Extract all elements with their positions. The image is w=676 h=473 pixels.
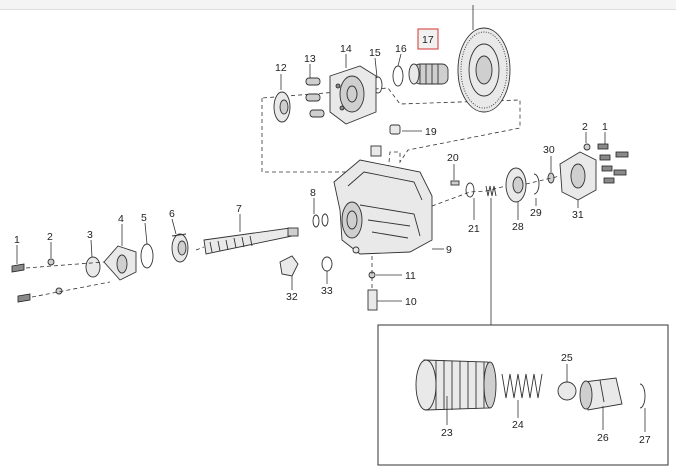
callout-9: 9 (446, 244, 452, 256)
callout-30: 30 (543, 144, 555, 156)
part-19-bushing (389, 124, 401, 135)
part-9-main-housing (333, 145, 433, 255)
callout-24: 24 (512, 419, 524, 431)
part-14-housing (329, 65, 377, 125)
part-1-bolt-left-b (17, 293, 31, 303)
part-20-pin (450, 180, 460, 186)
part-23-spool (415, 359, 497, 411)
callout-3: 3 (87, 229, 93, 241)
part-12-disc (273, 91, 291, 123)
callout-27: 27 (639, 434, 651, 446)
part-29-clip (533, 173, 540, 195)
part-16-ring (392, 65, 404, 87)
callout-32: 32 (286, 291, 298, 303)
callout-10: 10 (405, 296, 417, 308)
part-32-plug (279, 255, 299, 277)
callout-leaders (16, 53, 646, 432)
callout-20: 20 (447, 152, 459, 164)
part-17-drawing (408, 63, 449, 85)
callout-6: 6 (169, 208, 175, 220)
axis-line-left (25, 246, 205, 298)
detail-spring-small (485, 185, 497, 197)
part-24-spring (501, 373, 543, 399)
part-8-oring (312, 214, 320, 228)
part-13-rollers (305, 77, 325, 118)
part-7-shaft (203, 227, 299, 255)
part-21-washer (465, 182, 475, 198)
callout-23: 23 (441, 427, 453, 439)
viewer-top-bar (0, 0, 676, 10)
part-2-washer-left (47, 258, 55, 266)
part-3-seal (85, 256, 101, 278)
part-10-bolt (367, 289, 378, 311)
large-gear (457, 5, 511, 113)
part-5-oring (140, 243, 154, 269)
callout-33: 33 (321, 285, 333, 297)
callout-16: 16 (395, 43, 407, 55)
callout-11: 11 (405, 270, 416, 282)
callout-5: 5 (141, 212, 147, 224)
axis-line-right (431, 175, 561, 207)
part-1-2-bolts-right (583, 143, 629, 184)
callout-26: 26 (597, 432, 609, 444)
callout-7: 7 (236, 203, 242, 215)
part-30-washer (547, 172, 555, 184)
callout-14: 14 (340, 43, 352, 55)
callout-2-left: 2 (47, 231, 53, 243)
part-28-bearing (505, 167, 527, 203)
callout-25: 25 (561, 352, 573, 364)
part-26-plug (579, 377, 623, 411)
part-1-bolt-left (11, 263, 25, 273)
callout-19: 19 (425, 126, 437, 138)
part-4-flange (103, 245, 137, 281)
callout-15: 15 (369, 47, 381, 59)
part-8-oring-b (321, 213, 329, 227)
part-33-washer (321, 256, 333, 272)
part-6-bearing (171, 233, 189, 263)
callout-1-left: 1 (14, 234, 20, 246)
callout-1-right: 1 (602, 121, 608, 133)
callout-21: 21 (468, 223, 480, 235)
callout-12: 12 (275, 62, 287, 74)
callout-13: 13 (304, 53, 316, 65)
callout-28: 28 (512, 221, 524, 233)
callout-8: 8 (310, 187, 316, 199)
callout-29: 29 (530, 207, 542, 219)
callout-17-highlight (417, 28, 439, 50)
callout-17[interactable]: 17 (422, 34, 434, 46)
part-31-cover (559, 151, 597, 201)
part-25-ball (557, 381, 577, 401)
callout-2-right: 2 (582, 121, 588, 133)
callout-31: 31 (572, 209, 584, 221)
callout-4: 4 (118, 213, 124, 225)
part-27-clip (639, 383, 646, 409)
